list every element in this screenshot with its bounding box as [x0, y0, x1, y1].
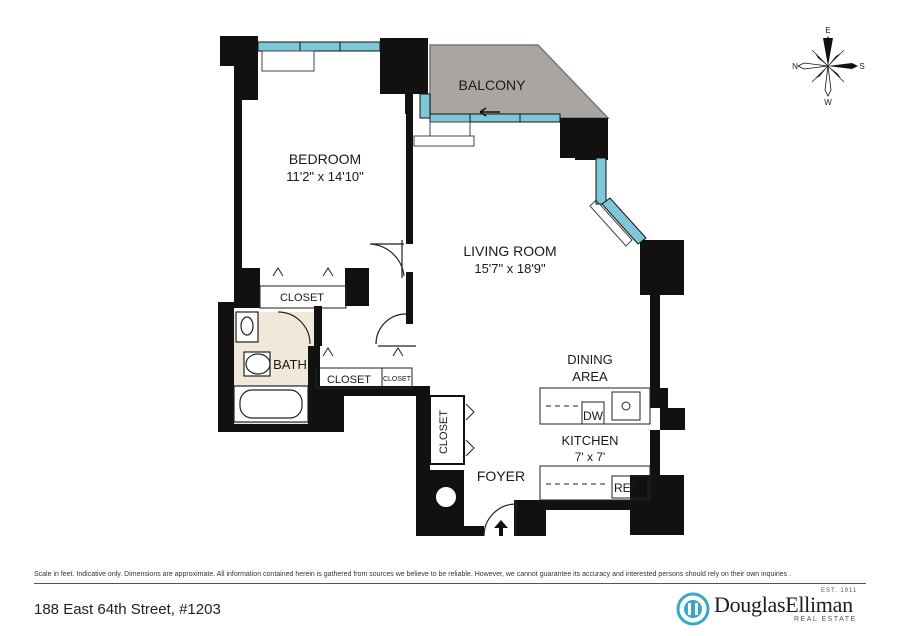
- balcony-label: BALCONY: [459, 77, 527, 93]
- closet-outlines: [259, 267, 475, 457]
- property-address: 188 East 64th Street, #1203: [34, 601, 221, 618]
- floor-plan: BALCONY BEDROOM 11'2" x 14'10" LIVING RO…: [218, 26, 865, 537]
- brand-established: EST. 1911: [821, 588, 858, 594]
- foyer-column: [434, 485, 458, 509]
- bath-label: BATH: [273, 357, 307, 372]
- compass-w: W: [824, 98, 832, 107]
- living-room-size: 15'7" x 18'9": [474, 261, 546, 276]
- foyer-label: FOYER: [477, 468, 525, 484]
- compass-s: S: [859, 62, 864, 71]
- sills: [261, 50, 633, 247]
- bedroom-size: 11'2" x 14'10": [286, 169, 364, 184]
- douglas-elliman-emblem-icon: [676, 592, 710, 626]
- disclaimer-text: Scale in feet. Indicative only. Dimensio…: [34, 571, 792, 578]
- closet-bath-label: CLOSET: [327, 374, 371, 386]
- ref-label: REF: [614, 481, 638, 495]
- compass-n: N: [792, 62, 798, 71]
- closet-foyer-label: CLOSET: [438, 410, 450, 454]
- kitchen-label: KITCHEN: [561, 433, 618, 448]
- walls: [218, 36, 685, 536]
- dining-label-2: AREA: [572, 369, 608, 384]
- closet-bedroom-label: CLOSET: [280, 292, 324, 304]
- living-room-label: LIVING ROOM: [463, 243, 556, 259]
- dining-label-1: DINING: [567, 352, 613, 367]
- kitchen-counters: [539, 387, 651, 501]
- entry-arrow-icon: [494, 520, 508, 536]
- doors: [277, 240, 517, 537]
- dw-label: DW: [583, 409, 604, 423]
- closet-small-label: CLOSET: [383, 376, 412, 383]
- brand-name: DouglasElliman: [714, 592, 853, 617]
- bedroom-label: BEDROOM: [289, 151, 361, 167]
- compass-e: E: [825, 26, 830, 35]
- brand-tagline: REAL ESTATE: [794, 616, 857, 623]
- windows: [257, 41, 647, 245]
- bath-fixtures: [233, 311, 309, 423]
- compass-icon: [797, 36, 858, 97]
- footer-divider: [34, 583, 866, 584]
- balcony-arrow-icon: [479, 107, 500, 117]
- kitchen-size: 7' x 7': [575, 450, 606, 464]
